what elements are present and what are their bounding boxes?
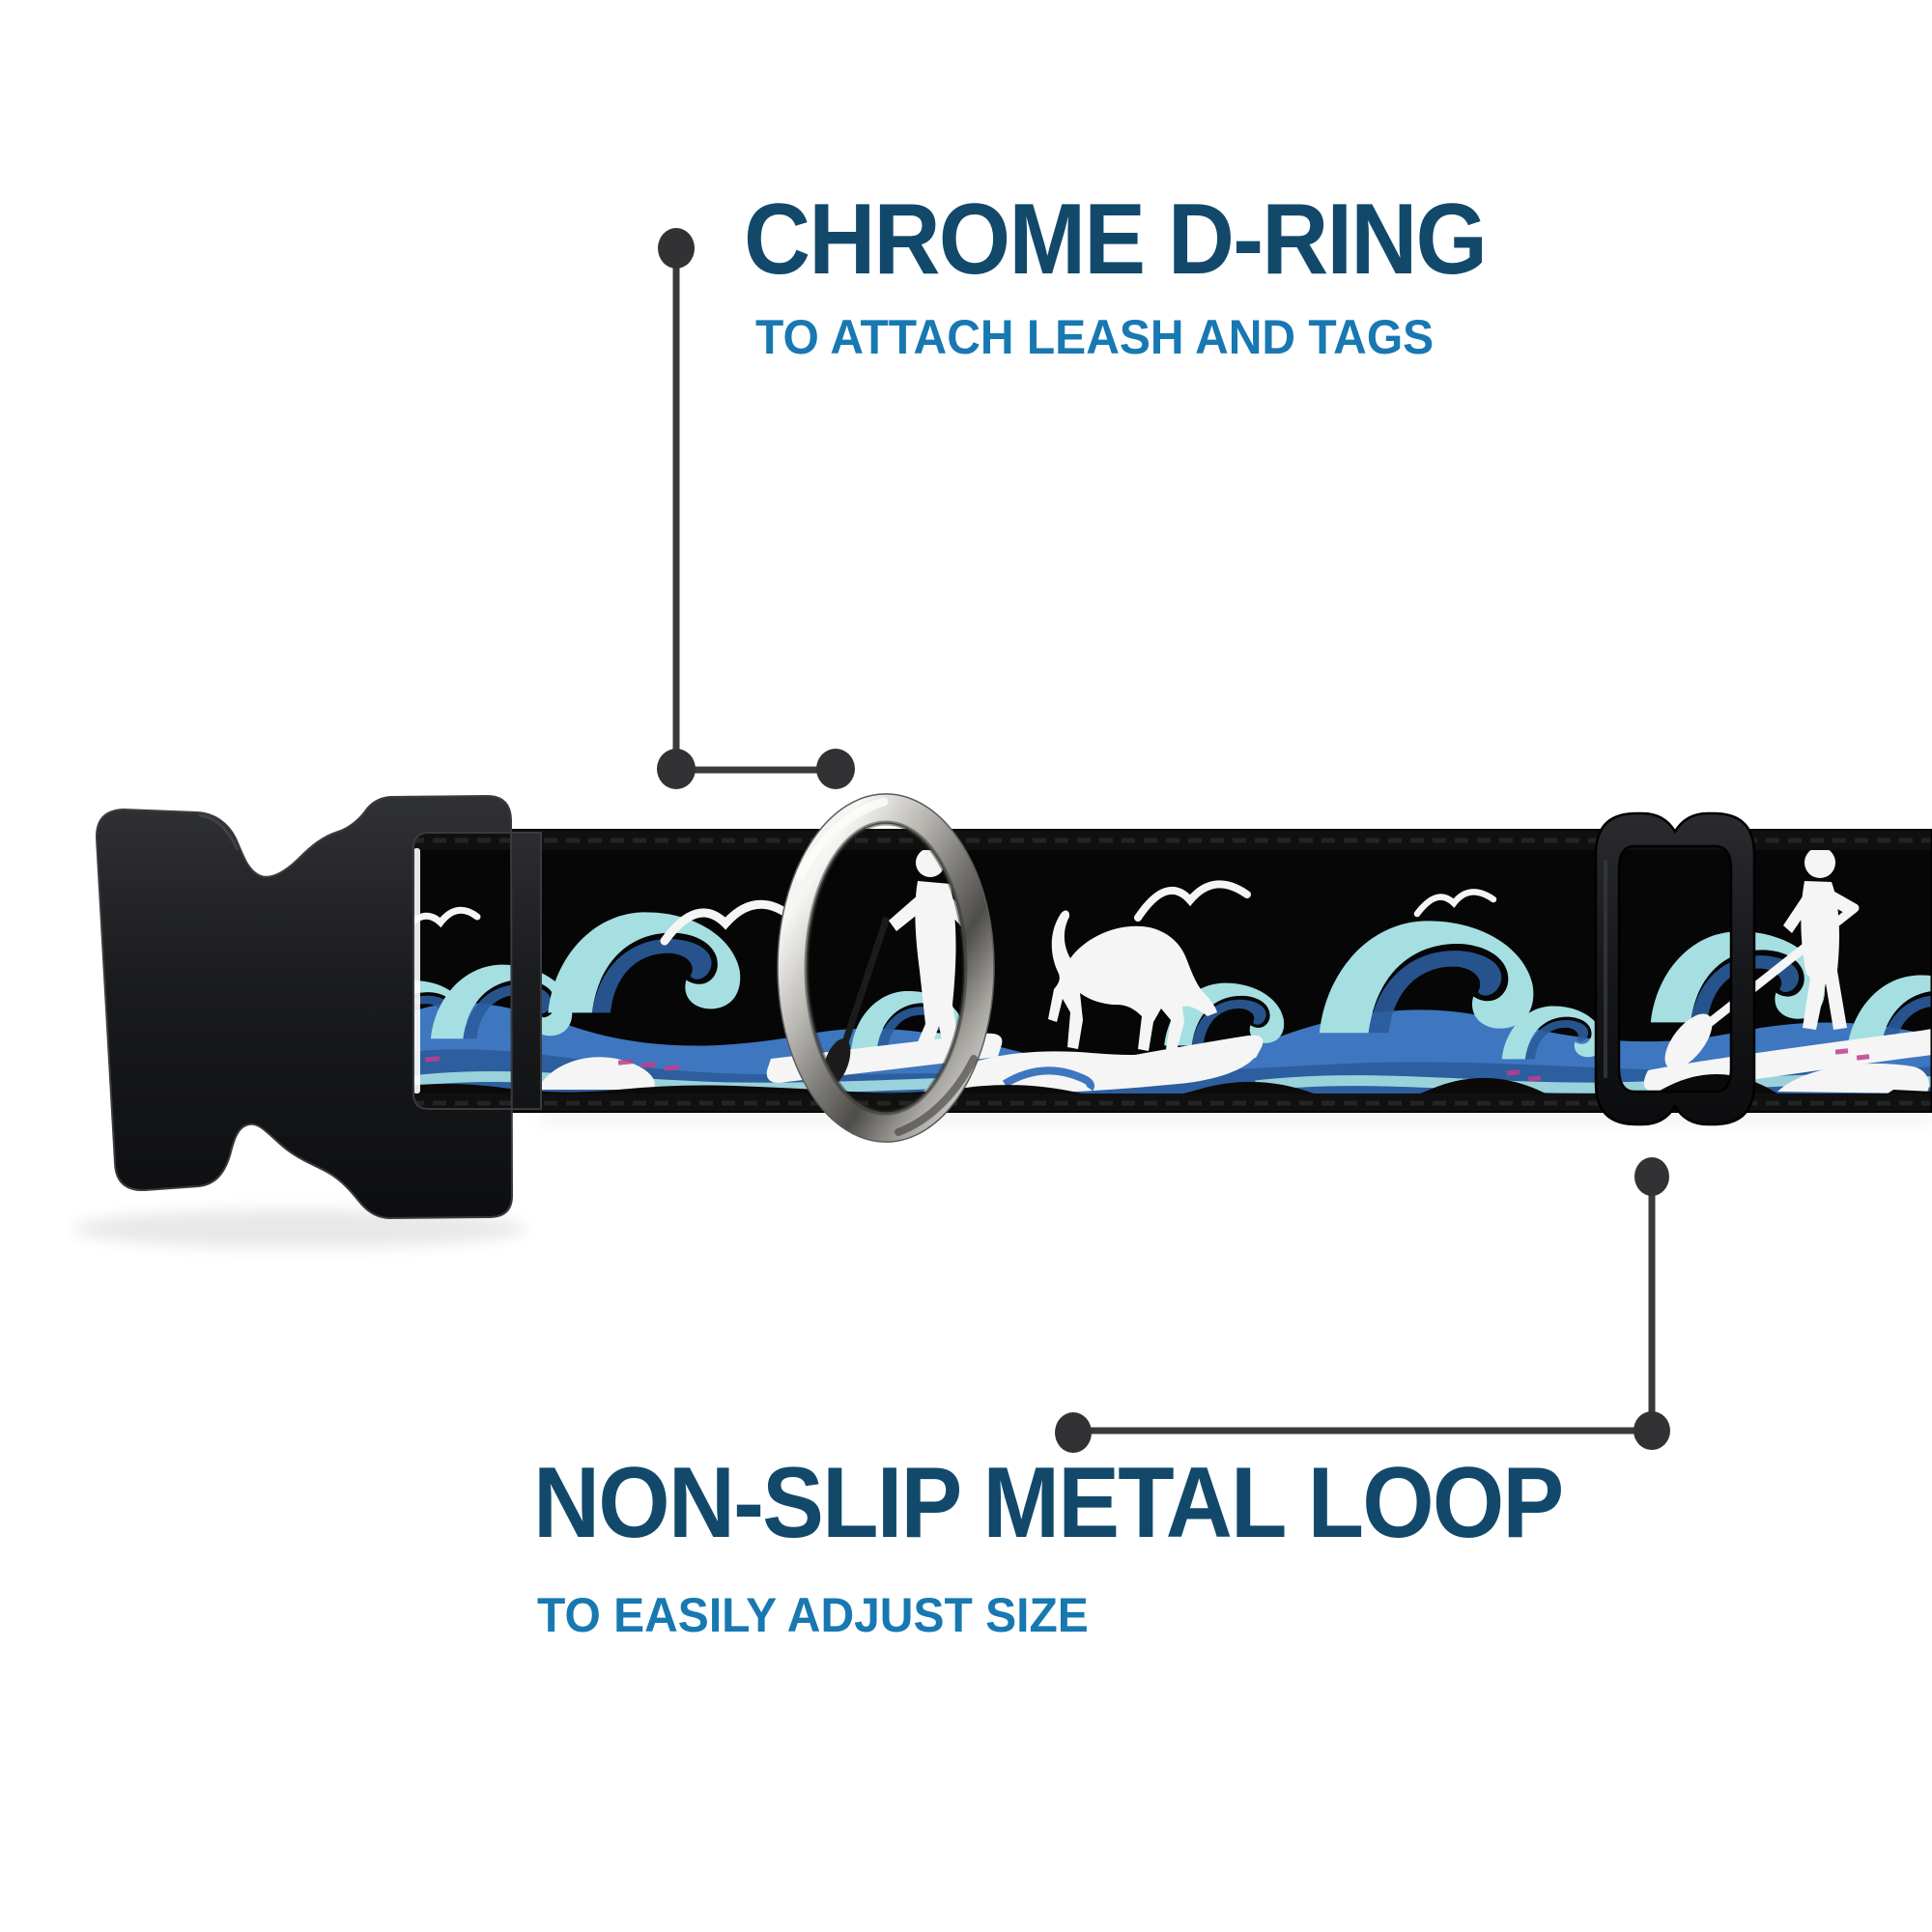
callout-connector-bottom	[1055, 1157, 1670, 1453]
dog-silhouette	[1048, 910, 1217, 1051]
slider-loop	[1594, 811, 1756, 1126]
seagull-icon	[400, 880, 1497, 946]
buckle	[95, 794, 542, 1220]
callout-subtitle-chrome-d-ring: TO ATTACH LEASH AND TAGS	[755, 310, 1435, 364]
callout-connector-top	[657, 228, 855, 789]
callout-subtitle-non-slip-metal-loop: TO EASILY ADJUST SIZE	[537, 1588, 1089, 1642]
surfboard	[965, 1035, 1264, 1094]
wave-pattern	[390, 850, 1932, 1094]
callout-title-non-slip-metal-loop: NON-SLIP METAL LOOP	[533, 1447, 1564, 1559]
pattern-accents	[424, 1048, 1870, 1082]
collar-strap	[388, 829, 1932, 1113]
d-ring	[777, 793, 995, 1143]
webbing-edge-bottom	[388, 1094, 1932, 1113]
webbing-edge-top	[388, 829, 1932, 850]
paddleboarder-silhouette-2	[1664, 850, 1860, 1069]
callout-title-chrome-d-ring: CHROME D-RING	[744, 184, 1488, 296]
